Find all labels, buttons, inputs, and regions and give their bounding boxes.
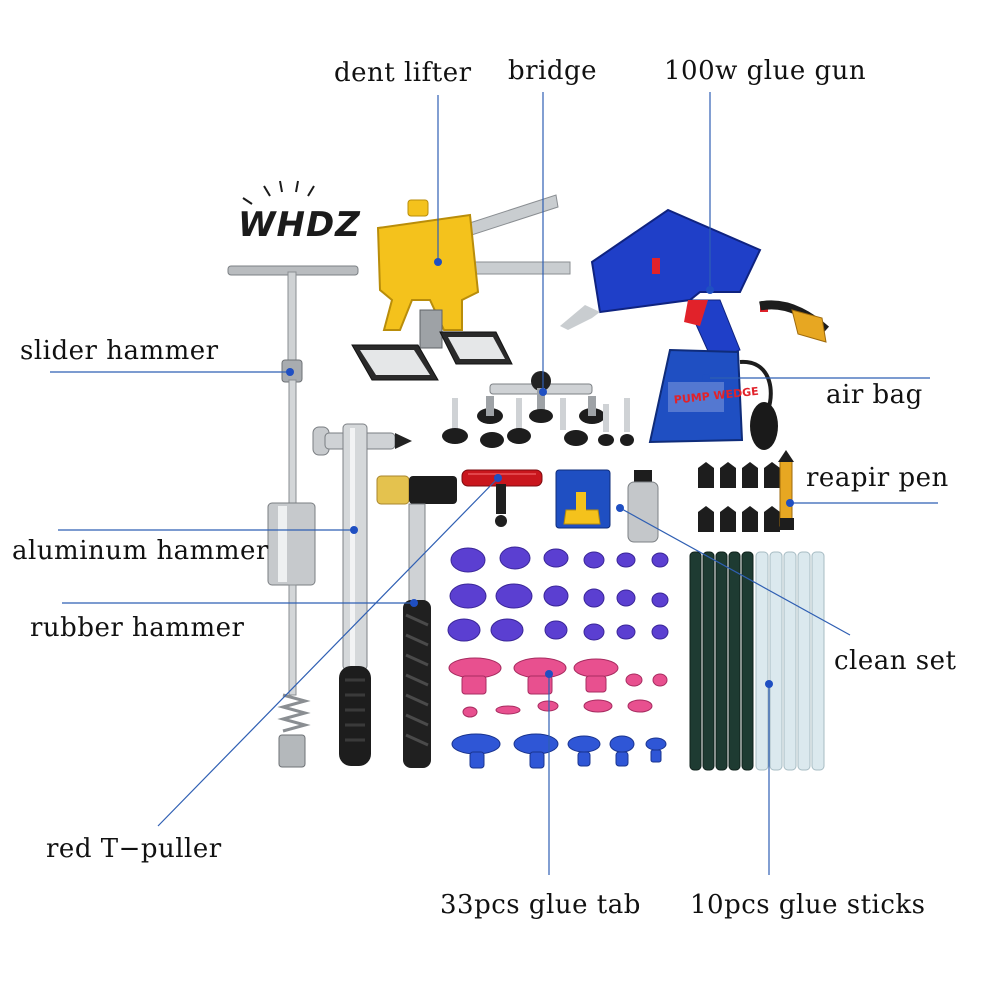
logo-rays bbox=[242, 180, 315, 205]
air-bag bbox=[648, 348, 778, 450]
clean-set bbox=[555, 469, 659, 543]
leader-lines bbox=[50, 92, 938, 875]
label-slider-hammer: slider hammer bbox=[20, 336, 219, 366]
glue-tabs bbox=[447, 546, 669, 769]
rubber-hammer bbox=[376, 475, 457, 768]
label-clean-set: clean set bbox=[834, 646, 957, 676]
label-repair-pen: reapir pen bbox=[806, 463, 949, 493]
glue-sticks bbox=[689, 551, 825, 771]
slider-hammer bbox=[227, 265, 359, 768]
label-glue-gun: 100w glue gun bbox=[664, 56, 867, 86]
label-red-t-puller: red T−puller bbox=[46, 834, 222, 864]
label-aluminum-hammer: aluminum hammer bbox=[12, 536, 269, 566]
label-bridge: bridge bbox=[508, 56, 598, 86]
red-t-puller bbox=[461, 469, 543, 527]
glue-gun bbox=[560, 208, 830, 361]
brand-logo: WHDZ bbox=[238, 205, 361, 245]
leader-dots bbox=[286, 258, 794, 688]
dent-lifter bbox=[351, 194, 571, 381]
label-dent-lifter: dent lifter bbox=[334, 58, 472, 88]
repair-pen bbox=[698, 450, 794, 532]
label-air-bag: air bag bbox=[826, 380, 923, 410]
aluminum-hammer bbox=[312, 423, 412, 766]
label-glue-sticks: 10pcs glue sticks bbox=[690, 890, 926, 920]
label-glue-tab: 33pcs glue tab bbox=[440, 890, 641, 920]
bridge-puller bbox=[442, 371, 634, 448]
label-rubber-hammer: rubber hammer bbox=[30, 613, 245, 643]
